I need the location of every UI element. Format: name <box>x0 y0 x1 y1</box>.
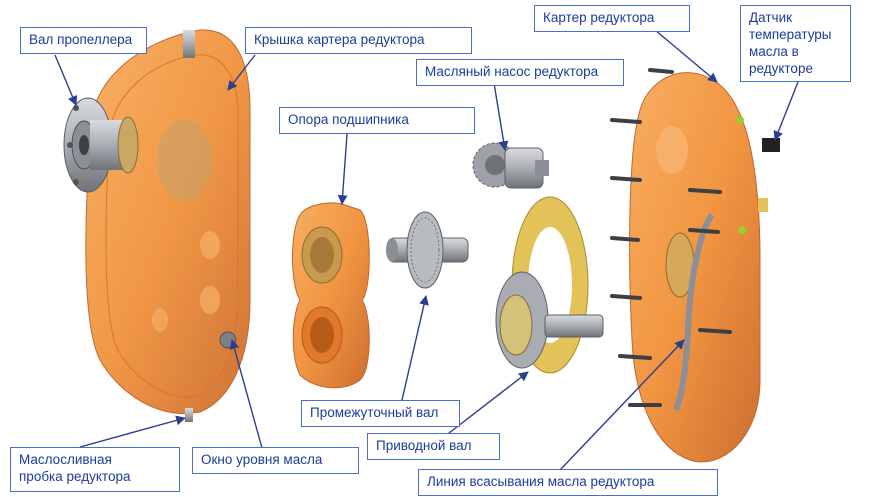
label-oil-temp-sensor: Датчик температуры масла в редукторе <box>740 5 851 82</box>
leader-drain <box>79 415 186 448</box>
label-drive-shaft: Приводной вал <box>367 433 500 460</box>
leader-lines <box>54 29 799 471</box>
leader-temp-sensor <box>773 81 799 141</box>
leader-oil-pump <box>493 82 509 151</box>
label-bearing-support: Опора подшипника <box>279 107 475 134</box>
drive-shaft-part <box>495 196 604 374</box>
intermediate-shaft-part <box>386 211 469 289</box>
leader-intermediate <box>401 295 429 401</box>
leader-level-window <box>229 339 263 449</box>
leader-propeller <box>54 54 78 106</box>
label-gearbox-housing-cover: Крышка картера редуктора <box>245 27 472 54</box>
label-oil-pump: Масляный насос редуктора <box>416 59 624 86</box>
leader-housing <box>654 29 718 83</box>
bearing-support-part <box>292 202 370 389</box>
label-oil-suction-line: Линия всасывания масла редуктора <box>418 469 718 496</box>
gearbox-housing-part <box>610 68 780 463</box>
propeller-shaft-flange <box>63 97 139 193</box>
leader-suction <box>559 339 685 471</box>
label-gearbox-housing: Картер редуктора <box>534 5 690 32</box>
gearbox-cover-part <box>85 29 251 422</box>
leader-bearing <box>337 133 348 205</box>
leader-drive <box>439 371 529 441</box>
leader-cover <box>227 54 256 91</box>
label-oil-level-window: Окно уровня масла <box>192 447 359 474</box>
label-intermediate-shaft: Промежуточный вал <box>301 400 460 427</box>
label-propeller-shaft: Вал пропеллера <box>20 27 147 54</box>
oil-pump-part <box>472 142 549 189</box>
label-oil-drain-plug: Маслосливная пробка редуктора <box>10 447 180 492</box>
